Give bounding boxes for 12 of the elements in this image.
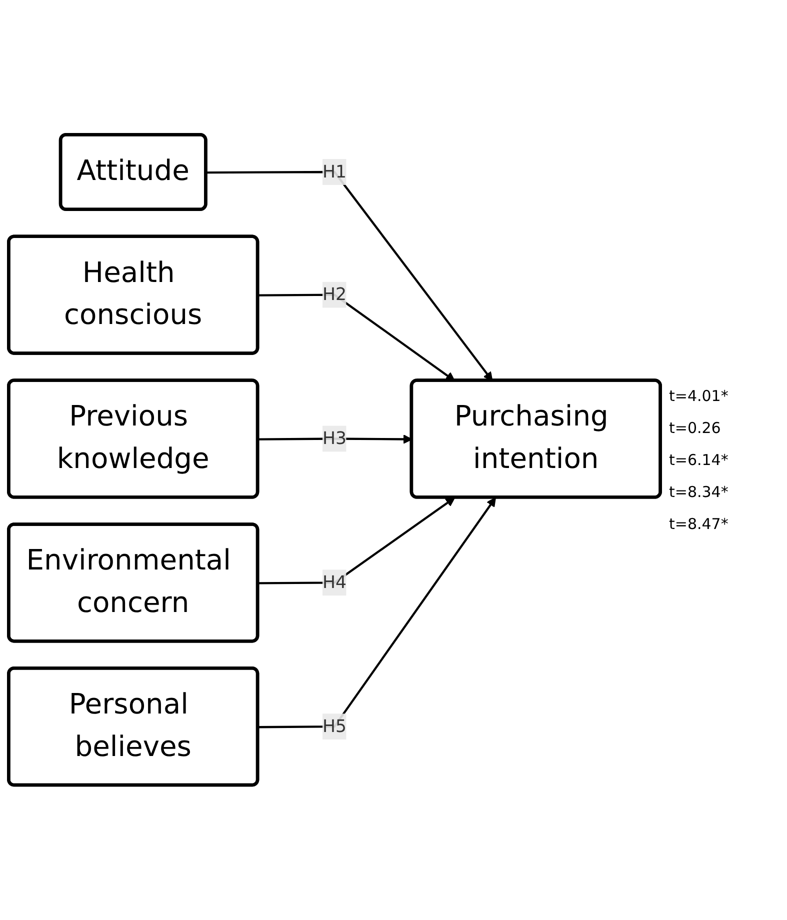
edge-label: H4	[322, 572, 347, 593]
t-value-label: t=0.26	[669, 419, 722, 437]
edge-label: H2	[322, 284, 347, 305]
edge-label: H1	[322, 161, 347, 182]
t-value-label: t=8.47*	[669, 515, 730, 533]
t-value-label: t=6.14*	[669, 451, 730, 469]
t-value-label: t=4.01*	[669, 387, 730, 405]
t-value-label: t=8.34*	[669, 483, 730, 501]
edge-label: H5	[322, 716, 347, 736]
arrow	[258, 497, 496, 728]
arrow	[258, 497, 456, 584]
edge-label: H3	[322, 428, 347, 449]
